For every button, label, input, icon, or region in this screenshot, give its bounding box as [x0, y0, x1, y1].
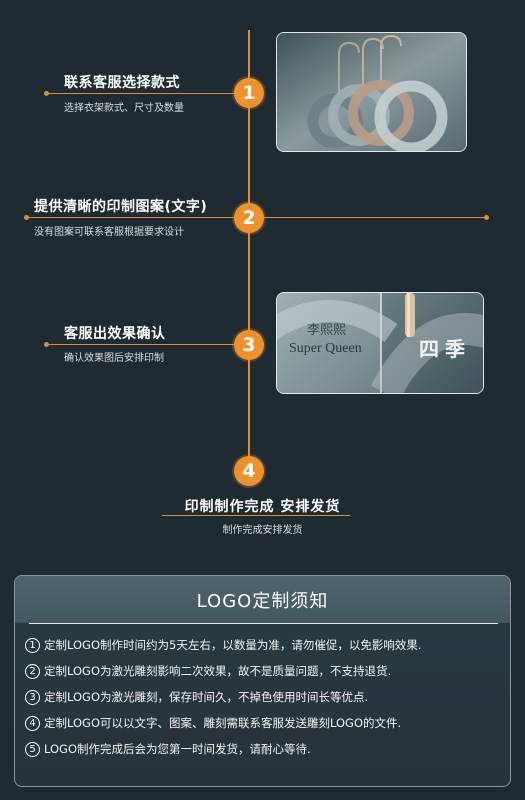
hanger-illustration — [277, 33, 466, 151]
engraving-name-cn: 李熙熙 — [307, 323, 347, 338]
step-1-title: 联系客服选择款式 — [64, 75, 180, 91]
notice-number: 3 — [25, 689, 40, 705]
step-3-dot — [44, 342, 49, 347]
notice-item: 2 定制LOGO为激光雕刻影响二次效果，故不是质量问题，不支持退货. — [25, 658, 505, 684]
notice-number: 2 — [25, 663, 40, 679]
notice-number: 4 — [25, 715, 40, 731]
notice-list: 1 定制LOGO制作时间约为5天左右，以数量为准，请勿催促，以免影响效果. 2 … — [25, 632, 505, 762]
step-2-dot-left — [24, 215, 29, 220]
step-2-title: 提供清晰的印制图案(文字) — [34, 199, 208, 215]
step-1-description: 选择衣架款式、尺寸及数量 — [64, 103, 184, 114]
step-2-description: 没有图案可联系客服根据要求设计 — [34, 227, 184, 238]
step-4-underline — [162, 515, 350, 516]
notice-text: 定制LOGO为激光雕刻，保存时间久，不掉色使用时间长等优点. — [44, 690, 369, 704]
notice-text: 定制LOGO制作时间约为5天左右，以数量为准，请勿催促，以免影响效果. — [44, 638, 422, 652]
notice-item: 3 定制LOGO为激光雕刻，保存时间久，不掉色使用时间长等优点. — [25, 684, 505, 710]
step-4-number: 4 — [234, 456, 264, 486]
logo-notice-panel: LOGO定制须知 1 定制LOGO制作时间约为5天左右，以数量为准，请勿催促，以… — [14, 575, 511, 787]
timeline-line — [248, 30, 250, 470]
notice-number: 1 — [25, 637, 40, 653]
hanger-photo — [276, 32, 467, 152]
step-1-connector — [46, 93, 248, 94]
notice-title: LOGO定制须知 — [15, 576, 510, 623]
notice-item: 4 定制LOGO可以以文字、图案、雕刻需联系客服发送雕刻LOGO的文件. — [25, 710, 505, 736]
step-3-title: 客服出效果确认 — [64, 326, 166, 342]
engraving-photo: 李熙熙 Super Queen 四季 — [276, 292, 484, 394]
step-2-dot-right — [484, 215, 489, 220]
step-2-number: 2 — [234, 203, 264, 233]
engraving-illustration — [277, 293, 483, 393]
notice-item: 5 LOGO制作完成后会为您第一时间发货，请耐心等待. — [25, 736, 505, 762]
notice-item: 1 定制LOGO制作时间约为5天左右，以数量为准，请勿催促，以免影响效果. — [25, 632, 505, 658]
notice-number: 5 — [25, 741, 40, 757]
step-1-dot — [44, 91, 49, 96]
notice-divider — [29, 623, 498, 624]
step-4-title: 印制制作完成 安排发货 — [184, 499, 341, 515]
step-1-number: 1 — [234, 78, 264, 108]
step-4-description: 制作完成安排发货 — [222, 525, 303, 536]
notice-text: 定制LOGO为激光雕刻影响二次效果，故不是质量问题，不支持退货. — [44, 664, 392, 678]
notice-text: 定制LOGO可以以文字、图案、雕刻需联系客服发送雕刻LOGO的文件. — [44, 716, 402, 730]
notice-text: LOGO制作完成后会为您第一时间发货，请耐心等待. — [44, 742, 311, 756]
engraving-name-en: Super Queen — [289, 341, 362, 356]
engraving-chars: 四季 — [419, 337, 471, 361]
step-3-description: 确认效果图后安排印制 — [64, 353, 164, 364]
step-3-connector — [46, 344, 248, 345]
step-3-number: 3 — [234, 330, 264, 360]
